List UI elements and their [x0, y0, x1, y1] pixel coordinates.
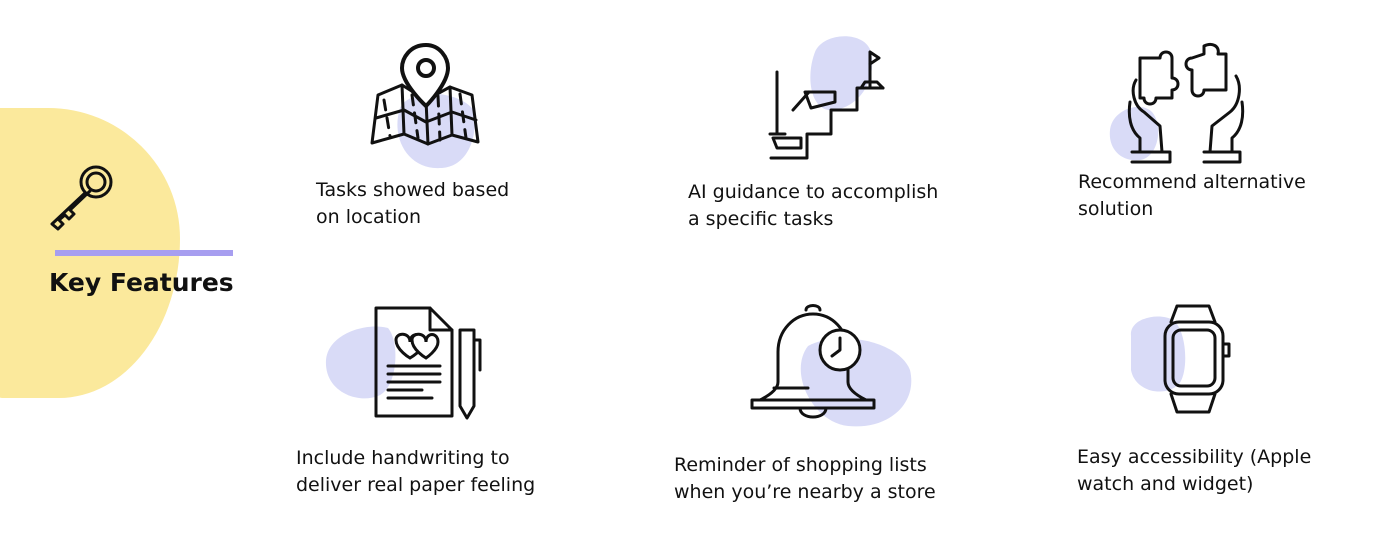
bell-clock-icon	[750, 304, 912, 427]
feature-label: Reminder of shopping lists when you’re n…	[674, 454, 936, 503]
feature-label: Include handwriting to deliver real pape…	[296, 447, 536, 496]
feature-label: Recommend alternative solution	[1078, 171, 1306, 220]
smartwatch-icon	[1130, 304, 1231, 414]
map-pin-icon	[370, 43, 480, 169]
feature-label: AI guidance to accomplish a specific tas…	[688, 181, 939, 230]
feature-label: Easy accessibility (Apple watch and widg…	[1077, 446, 1312, 495]
letter-pen-icon	[325, 306, 482, 420]
key-icon	[50, 165, 113, 231]
accent-bar	[55, 250, 233, 256]
stairs-flag-icon	[768, 36, 885, 160]
feature-label: Tasks showed based on location	[316, 179, 510, 228]
page-title: Key Features	[49, 268, 234, 297]
puzzle-hands-icon	[1109, 42, 1245, 164]
